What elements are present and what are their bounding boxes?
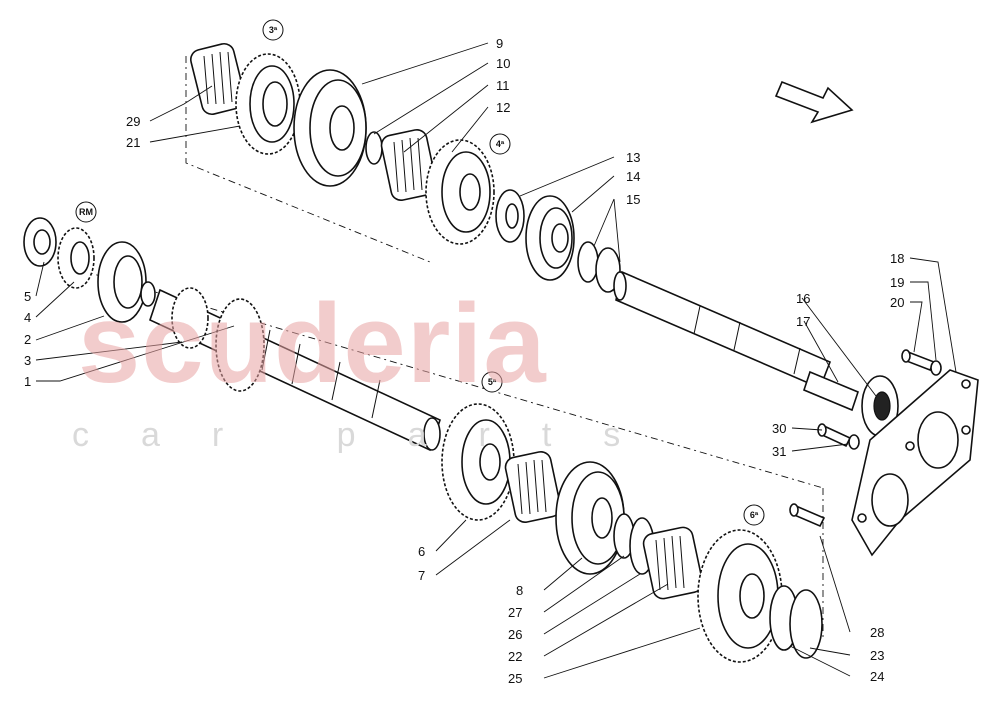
- callout-29: 29: [126, 114, 140, 129]
- needle-bearing-11: [380, 128, 438, 202]
- snap-ring-10: [365, 131, 383, 165]
- lower-shaft-assembly: [23, 217, 823, 663]
- callout-12: 12: [496, 100, 510, 115]
- callout-5: 5: [24, 289, 31, 304]
- callout-10: 10: [496, 56, 510, 71]
- callout-17: 17: [796, 314, 810, 329]
- callout-7: 7: [418, 568, 425, 583]
- callout-11: 11: [496, 78, 510, 93]
- callout-28: 28: [870, 625, 884, 640]
- watermark-tagline: car parts: [72, 416, 672, 454]
- callout-16: 16: [796, 291, 810, 306]
- gear-12-fourth: [425, 139, 495, 245]
- bearing-2: [97, 241, 147, 323]
- bearing-14: [525, 195, 575, 281]
- svg-text:RM: RM: [79, 207, 93, 217]
- callout-25: 25: [508, 671, 522, 686]
- gear-21-third: [235, 53, 301, 155]
- upper-shaft-assembly: [189, 42, 899, 437]
- callout-3: 3: [24, 353, 31, 368]
- rings-23-24: [769, 585, 823, 659]
- direction-arrow-icon: [774, 80, 854, 124]
- washer-13: [495, 189, 525, 243]
- nut-5: [23, 217, 57, 267]
- synchro-hub-8: [555, 461, 625, 575]
- bolt-28: [789, 503, 826, 528]
- bolt-19-20: [901, 349, 942, 376]
- gear-badge-6: 6ª: [743, 504, 765, 526]
- svg-text:5ª: 5ª: [488, 377, 497, 387]
- gear-4-reverse: [57, 227, 95, 289]
- callout-15: 15: [626, 192, 640, 207]
- callout-26: 26: [508, 627, 522, 642]
- gear-badge-4: 4ª: [489, 133, 511, 155]
- callout-2: 2: [24, 332, 31, 347]
- cover-plate-18: [851, 369, 979, 557]
- callout-13: 13: [626, 150, 640, 165]
- gear-25-sixth: [697, 529, 783, 663]
- gear-badge-rm: RM: [75, 201, 97, 223]
- callout-22: 22: [508, 649, 522, 664]
- callout-20: 20: [890, 295, 904, 310]
- callout-21: 21: [126, 135, 140, 150]
- gear-badge-3: 3ª: [262, 19, 284, 41]
- callout-1: 1: [24, 374, 31, 389]
- callout-4: 4: [24, 310, 31, 325]
- needle-bearing-7: [504, 450, 562, 524]
- callout-6: 6: [418, 544, 425, 559]
- assembly-axis-lines: [79, 56, 824, 640]
- gear-badge-5: 5ª: [481, 371, 503, 393]
- synchro-hub-9: [293, 69, 367, 187]
- needle-bearing-22: [642, 526, 704, 600]
- svg-text:4ª: 4ª: [496, 139, 505, 149]
- callout-31: 31: [772, 444, 786, 459]
- leader-lines: [35, 42, 957, 679]
- svg-text:3ª: 3ª: [269, 25, 278, 35]
- needle-bearing-29: [189, 42, 247, 116]
- svg-text:6ª: 6ª: [750, 510, 759, 520]
- watermark: scuderia car parts: [72, 281, 672, 454]
- callout-24: 24: [870, 669, 884, 684]
- upper-shaft: [613, 270, 859, 412]
- gear-6-fifth: [441, 403, 515, 521]
- watermark-brand: scuderia: [78, 281, 547, 406]
- callout-labels: 1 2 3 4 5 6 7 8 9 10 11 12 13 14 15 16 1…: [24, 36, 904, 686]
- callout-9: 9: [496, 36, 503, 51]
- callout-19: 19: [890, 275, 904, 290]
- callout-23: 23: [870, 648, 884, 663]
- callout-18: 18: [890, 251, 904, 266]
- callout-14: 14: [626, 169, 640, 184]
- callout-8: 8: [516, 583, 523, 598]
- callout-30: 30: [772, 421, 786, 436]
- callout-27: 27: [508, 605, 522, 620]
